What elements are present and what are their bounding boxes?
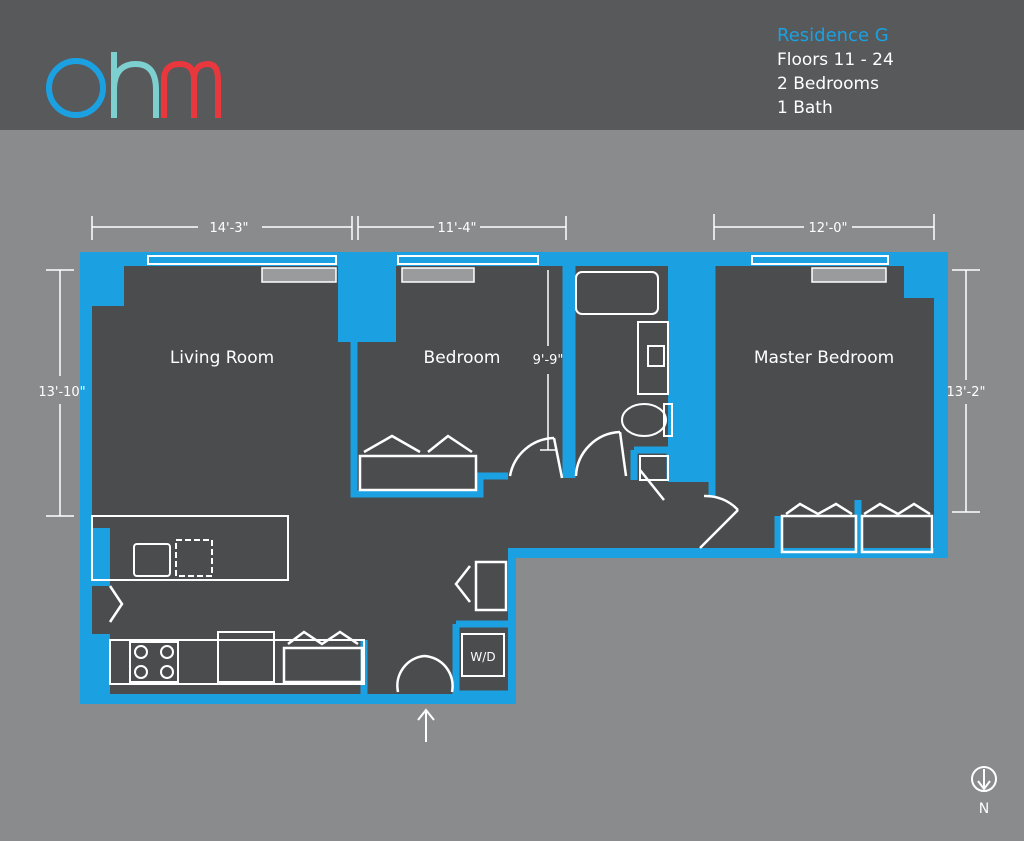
door-swings <box>396 430 739 693</box>
ohm-logo <box>46 52 221 118</box>
kitchen-island <box>91 515 289 581</box>
residence-title: Residence G <box>777 25 889 46</box>
room-label-living: Living Room <box>170 348 274 368</box>
dim-bedroom-width: 11'-4" <box>437 221 476 236</box>
baths-text: 1 Bath <box>777 98 833 118</box>
linen-closet <box>639 455 669 481</box>
wall-column-left <box>92 266 124 306</box>
dim-bedroom-depth: 9'-9" <box>533 353 564 368</box>
room-label-bedroom: Bedroom <box>424 348 501 368</box>
north-compass-icon <box>971 766 997 792</box>
bedrooms-text: 2 Bedrooms <box>777 74 879 94</box>
closets <box>108 434 934 684</box>
bath-walls <box>568 266 674 480</box>
floors-text: Floors 11 - 24 <box>777 50 894 70</box>
refrigerator <box>217 631 275 683</box>
bathtub <box>575 271 659 315</box>
windows <box>147 255 889 265</box>
wall-column-bath <box>668 260 712 482</box>
wall-column-right <box>904 266 934 298</box>
bathroom-vanity <box>637 321 669 395</box>
washer-dryer <box>461 633 505 677</box>
room-label-master: Master Bedroom <box>754 348 894 368</box>
wall-kitchen-bottom <box>92 634 110 694</box>
dim-master-depth: 13'-2" <box>946 385 985 400</box>
wd-label: W/D <box>470 650 495 664</box>
stove-icon <box>129 641 179 683</box>
radiators <box>261 267 887 283</box>
wall-kitchen-left <box>92 528 110 586</box>
dim-master-width: 12'-0" <box>808 221 847 236</box>
kitchen-sink <box>133 543 171 577</box>
wall-column-mid <box>338 260 396 342</box>
dim-living-width: 14'-3" <box>209 221 248 236</box>
toilet-icon <box>621 403 673 437</box>
bedroom-walls <box>350 266 570 498</box>
kitchen-counter <box>109 639 365 685</box>
dimension-lines <box>46 214 980 517</box>
compass-label: N <box>979 801 989 817</box>
master-walls <box>708 266 862 552</box>
entry-arrow-icon <box>417 708 435 742</box>
bathroom-sink <box>647 345 665 367</box>
dishwasher <box>175 539 213 577</box>
residence-info: Residence G Floors 11 - 24 2 Bedrooms 1 … <box>777 24 894 120</box>
dim-living-depth: 13'-10" <box>38 385 85 400</box>
interior-floor <box>92 266 934 694</box>
